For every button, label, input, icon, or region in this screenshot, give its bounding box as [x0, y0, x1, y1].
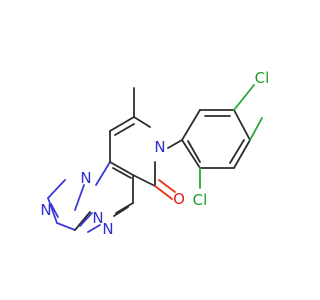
bond-c4-cl-base — [249, 117, 263, 141]
bond-c4-c3 — [233, 139, 251, 169]
bond-c9-c8 — [109, 116, 135, 132]
bond-c5-c4 — [233, 109, 251, 141]
bond-nbridge-c9a — [95, 161, 111, 186]
pyrimidine-ring — [87, 161, 134, 233]
bond-c8-n7 — [133, 116, 151, 128]
bond-c2-c1 — [181, 139, 201, 169]
molecule-structure: N N N N N O Cl Cl — [40, 69, 270, 238]
atom-cl-ortho: Cl — [193, 191, 208, 209]
bond-c-n3-inner — [50, 203, 59, 218]
bond-c6-c5a — [132, 174, 156, 187]
bond-c2-c1-inner — [187, 140, 201, 163]
bond-c9a-c5a — [109, 161, 134, 176]
atom-n-triazole-top: N — [80, 169, 91, 187]
bond-n2-c — [47, 179, 66, 199]
atom-n-pyrimidine: N — [102, 220, 113, 238]
bond-n-c — [87, 224, 101, 233]
atom-n-bridge: N — [92, 209, 103, 227]
triazole-ring — [47, 179, 93, 231]
bond-n3-c — [56, 222, 76, 231]
bond-n7-c1 — [167, 139, 183, 149]
atom-n-triazole-left: N — [40, 201, 51, 219]
dichlorophenyl-ring — [167, 84, 263, 189]
pyridinone-ring — [109, 87, 176, 200]
atom-cl-para: Cl — [255, 69, 270, 87]
bond-c-nbridge-double — [79, 212, 93, 227]
bond-c9-c8-inner — [114, 123, 135, 136]
bond-carbonyl-a — [154, 185, 173, 200]
atom-n-pyridinone: N — [154, 138, 165, 156]
bond-carbonyl-b — [158, 179, 176, 193]
molecule-canvas: N N N N N O Cl Cl — [40, 69, 270, 238]
bond-c5-n — [115, 202, 134, 214]
bond-c-n3 — [47, 197, 58, 224]
bond-c4-cl — [233, 84, 255, 111]
bond-c-nbridge — [74, 211, 91, 231]
bond-c4-c3-inner — [229, 139, 245, 164]
bond-n1-n2 — [74, 184, 85, 211]
bond-c1-c6 — [181, 109, 201, 141]
bond-c9a-c5a-inner — [112, 167, 132, 179]
atom-o-carbonyl: O — [173, 190, 185, 208]
bond-c5-n-inner — [113, 206, 129, 217]
